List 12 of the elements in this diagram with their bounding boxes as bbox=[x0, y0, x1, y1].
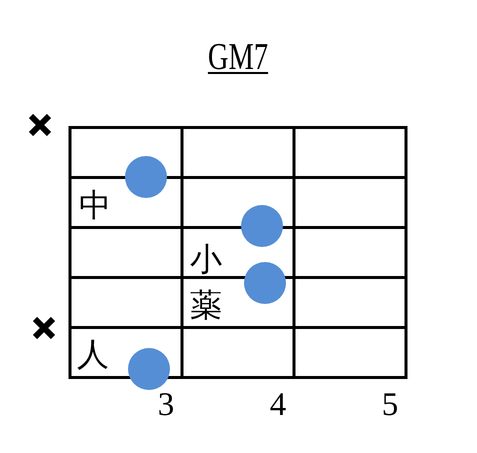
fret-number: 4 bbox=[270, 389, 286, 422]
finger-label: 小 bbox=[190, 243, 222, 275]
finger-label: 人 bbox=[77, 338, 109, 370]
finger-label: 薬 bbox=[190, 289, 222, 321]
chord-title: GM7 bbox=[208, 38, 268, 76]
fret-number: 3 bbox=[158, 389, 174, 422]
finger-dot bbox=[241, 205, 283, 247]
finger-dot bbox=[125, 156, 167, 198]
finger-label: 中 bbox=[79, 189, 111, 221]
finger-dot bbox=[244, 262, 286, 304]
finger-dot bbox=[128, 348, 170, 390]
fret-number: 5 bbox=[382, 389, 398, 422]
